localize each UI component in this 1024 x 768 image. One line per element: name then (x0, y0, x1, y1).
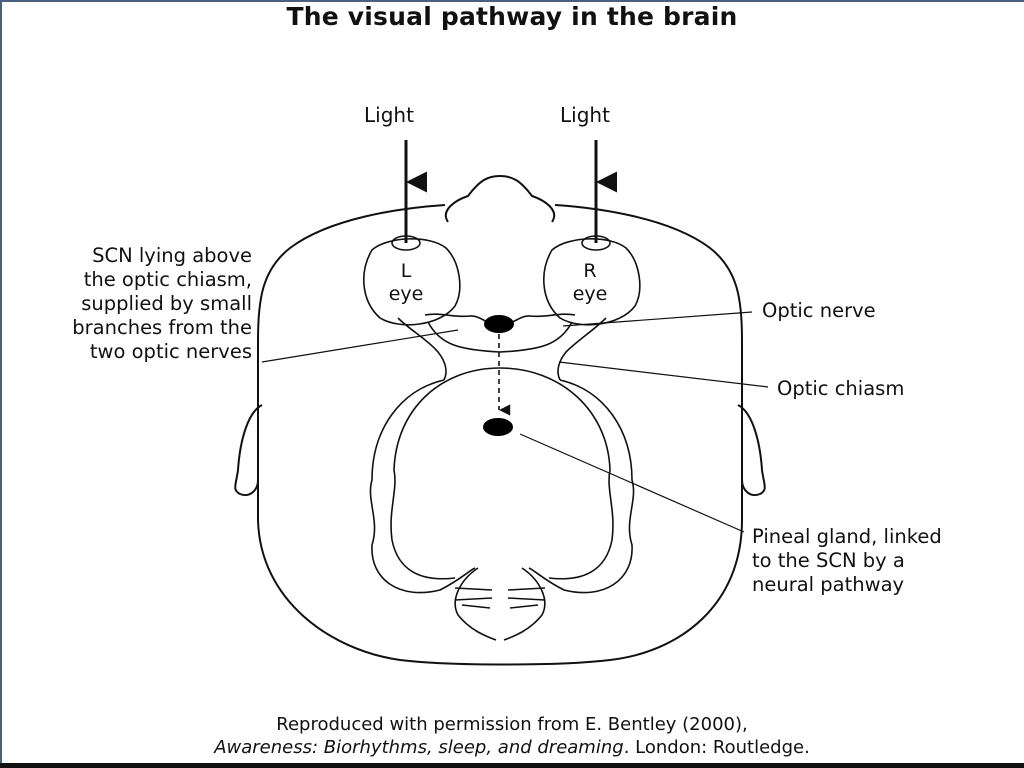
scn-label-line: the optic chiasm, (83, 268, 252, 291)
scn-nucleus (484, 315, 514, 333)
caption-line-1: Reproduced with permission from E. Bentl… (276, 714, 748, 735)
optic-tract-inner-right (499, 367, 614, 580)
cortex-fold-right (507, 587, 546, 609)
caption-book-title: Awareness: Biorhythms, sleep, and dreami… (214, 737, 624, 758)
pineal-label: Pineal gland, linked to the SCN by a neu… (752, 525, 942, 597)
caption-line-2: Awareness: Biorhythms, sleep, and dreami… (0, 737, 1024, 759)
left-ear (234, 404, 263, 496)
optic-nerve-left (397, 317, 447, 381)
scn-label: SCN lying above the optic chiasm, suppli… (72, 244, 252, 364)
scn-label-line: branches from the (72, 316, 252, 339)
scn-label-line: SCN lying above (92, 244, 252, 267)
optic-nerve-label: Optic nerve (762, 299, 876, 322)
frame-bottom-border (0, 763, 1024, 768)
right-eye-label: R eye (560, 260, 620, 306)
optic-tract-inner (390, 367, 501, 580)
optic-tract-outer (369, 379, 476, 594)
frame-top-border (0, 0, 1024, 2)
pineal-gland (483, 418, 513, 436)
right-eyeball (543, 238, 641, 326)
caption-publisher: . London: Routledge. (623, 737, 810, 758)
right-eye-letter: R (583, 260, 597, 282)
head-outline (257, 204, 743, 666)
optic-tract-outer-right (528, 379, 635, 594)
scn-label-line: two optic nerves (89, 340, 252, 363)
right-eye-word: eye (572, 283, 608, 305)
left-eye-label: L eye (376, 260, 436, 306)
right-ear (737, 404, 766, 496)
visual-cortex-right (503, 567, 546, 641)
frame-left-border (0, 0, 2, 768)
leader-pineal (519, 433, 745, 533)
light-arrows (404, 140, 617, 243)
pineal-label-line: neural pathway (752, 573, 905, 596)
nose-outline (445, 174, 555, 223)
left-eye-letter: L (400, 260, 412, 282)
cortex-fold-left (454, 587, 493, 609)
light-label-left: Light (364, 103, 414, 127)
visual-cortex-left (454, 567, 497, 641)
left-eyeball (363, 238, 461, 326)
leader-scn (261, 329, 459, 363)
scn-label-line: supplied by small (81, 292, 252, 315)
light-label-right: Light (560, 103, 610, 127)
pineal-label-line: Pineal gland, linked (752, 525, 942, 548)
left-eye-word: eye (388, 283, 424, 305)
optic-nerve-right (557, 317, 607, 381)
pineal-label-line: to the SCN by a (752, 549, 905, 572)
leader-optic-chiasm (558, 361, 769, 388)
optic-chiasm-label: Optic chiasm (777, 377, 905, 400)
leader-optic-nerve (562, 311, 753, 327)
diagram-title: The visual pathway in the brain (286, 2, 738, 31)
scn-chamber (427, 321, 573, 353)
